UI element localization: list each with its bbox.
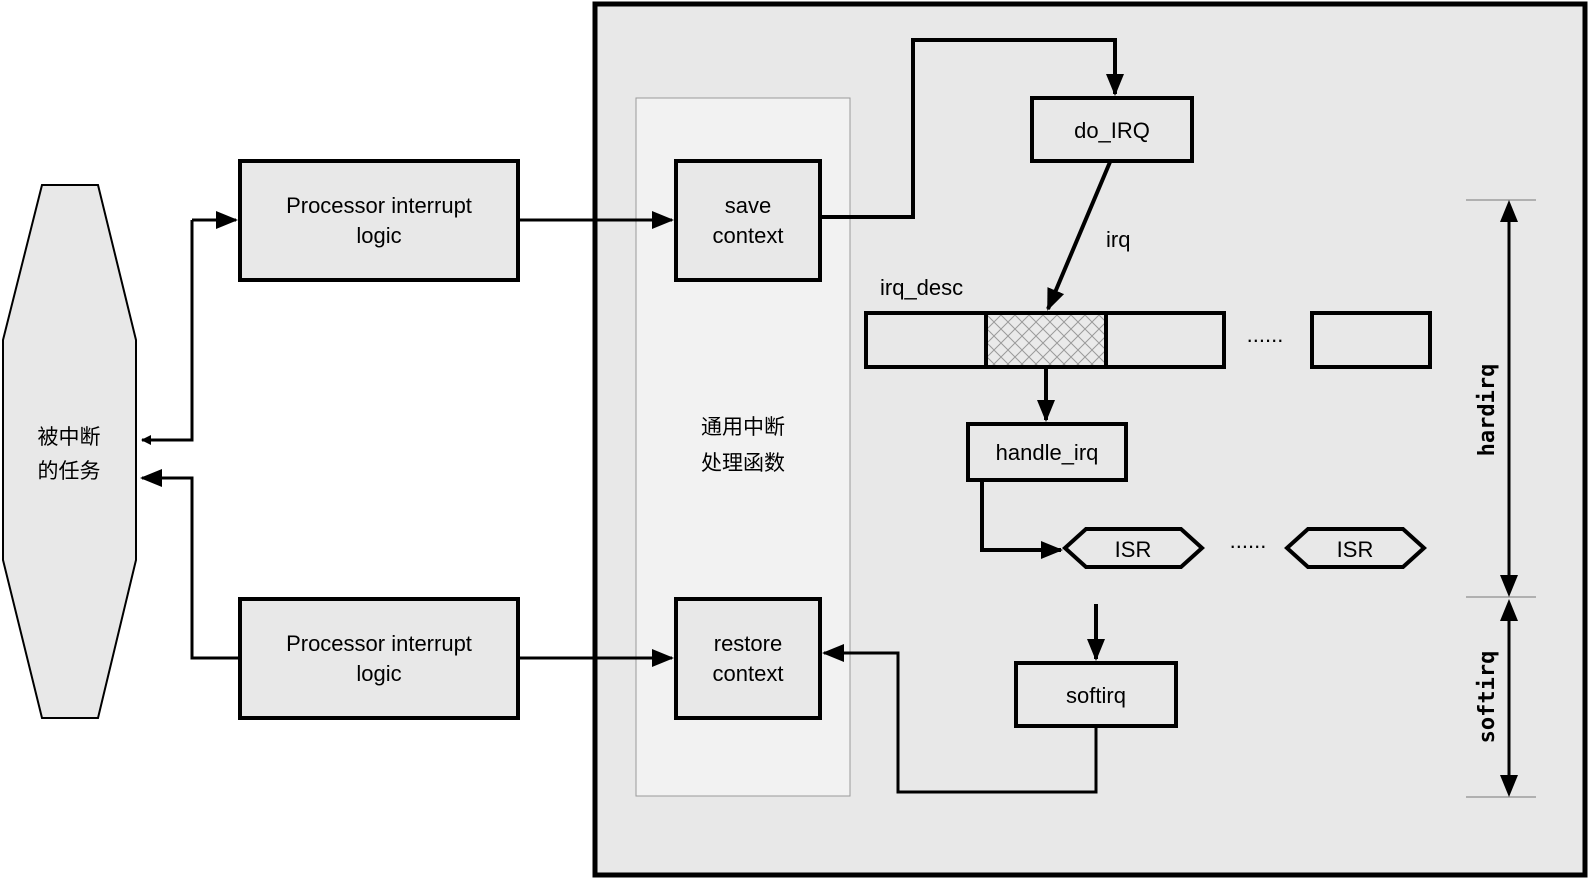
- restore-context-box: [674, 597, 822, 720]
- save-context-box: [674, 159, 822, 282]
- irq-desc-selected-entry: [984, 311, 1108, 369]
- hardirq-label: hardirq: [1475, 364, 1500, 457]
- hardirq-arrow-down: [1500, 575, 1518, 597]
- connector-do-irq-to-irq-desc: [1046, 161, 1112, 311]
- softirq-arrow-up: [1500, 599, 1518, 621]
- hardirq-arrow-up: [1500, 200, 1518, 222]
- do-irq-box: [1030, 96, 1194, 163]
- handle-irq-label: handle_irq: [996, 440, 1099, 465]
- save-context-line1: save: [725, 193, 771, 218]
- interrupted-task-label-line1: 被中断: [38, 425, 101, 449]
- isr-first-shape: [1062, 527, 1205, 569]
- interrupted-task-shape: [2, 184, 137, 719]
- softirq-arrow-down: [1500, 775, 1518, 797]
- generic-handler-label-line2: 处理函数: [701, 451, 785, 475]
- isr-first-label: ISR: [1115, 537, 1152, 562]
- softirq-box: [1014, 661, 1178, 728]
- processor-logic-top-line2: logic: [356, 223, 401, 248]
- processor-logic-top-line1: Processor interrupt: [286, 193, 472, 218]
- processor-logic-bottom-line1: Processor interrupt: [286, 631, 472, 656]
- processor-interrupt-logic-bottom: [238, 597, 520, 720]
- softirq-box-label: softirq: [1066, 683, 1126, 708]
- connector-processor-bottom-to-task: [140, 469, 240, 660]
- irq-label: irq: [1106, 227, 1130, 252]
- handle-irq-box: [966, 422, 1128, 482]
- irq-desc-last-entry: [1310, 311, 1432, 369]
- isr-last-label: ISR: [1337, 537, 1374, 562]
- connector-to-task-top: [141, 220, 194, 445]
- restore-context-line2: context: [713, 661, 784, 686]
- save-context-line2: context: [713, 223, 784, 248]
- processor-logic-bottom-line2: logic: [356, 661, 401, 686]
- isr-last-shape: [1284, 527, 1427, 569]
- restore-context-line1: restore: [714, 631, 782, 656]
- connector-handle-irq-to-isr: [980, 480, 1063, 559]
- irq-desc-label: irq_desc: [880, 275, 963, 300]
- interrupted-task-label-line2: 的任务: [38, 459, 101, 483]
- connector-softirq-to-restore: [822, 644, 1098, 794]
- generic-handler-label-line1: 通用中断: [701, 415, 785, 439]
- processor-interrupt-logic-top: [238, 159, 520, 282]
- softirq-label: softirq: [1475, 651, 1500, 744]
- connector-save-to-do-irq: [820, 38, 1124, 219]
- isr-ellipsis: ......: [1230, 528, 1267, 553]
- do-irq-label: do_IRQ: [1074, 118, 1150, 143]
- irq-desc-ellipsis: ......: [1247, 322, 1284, 347]
